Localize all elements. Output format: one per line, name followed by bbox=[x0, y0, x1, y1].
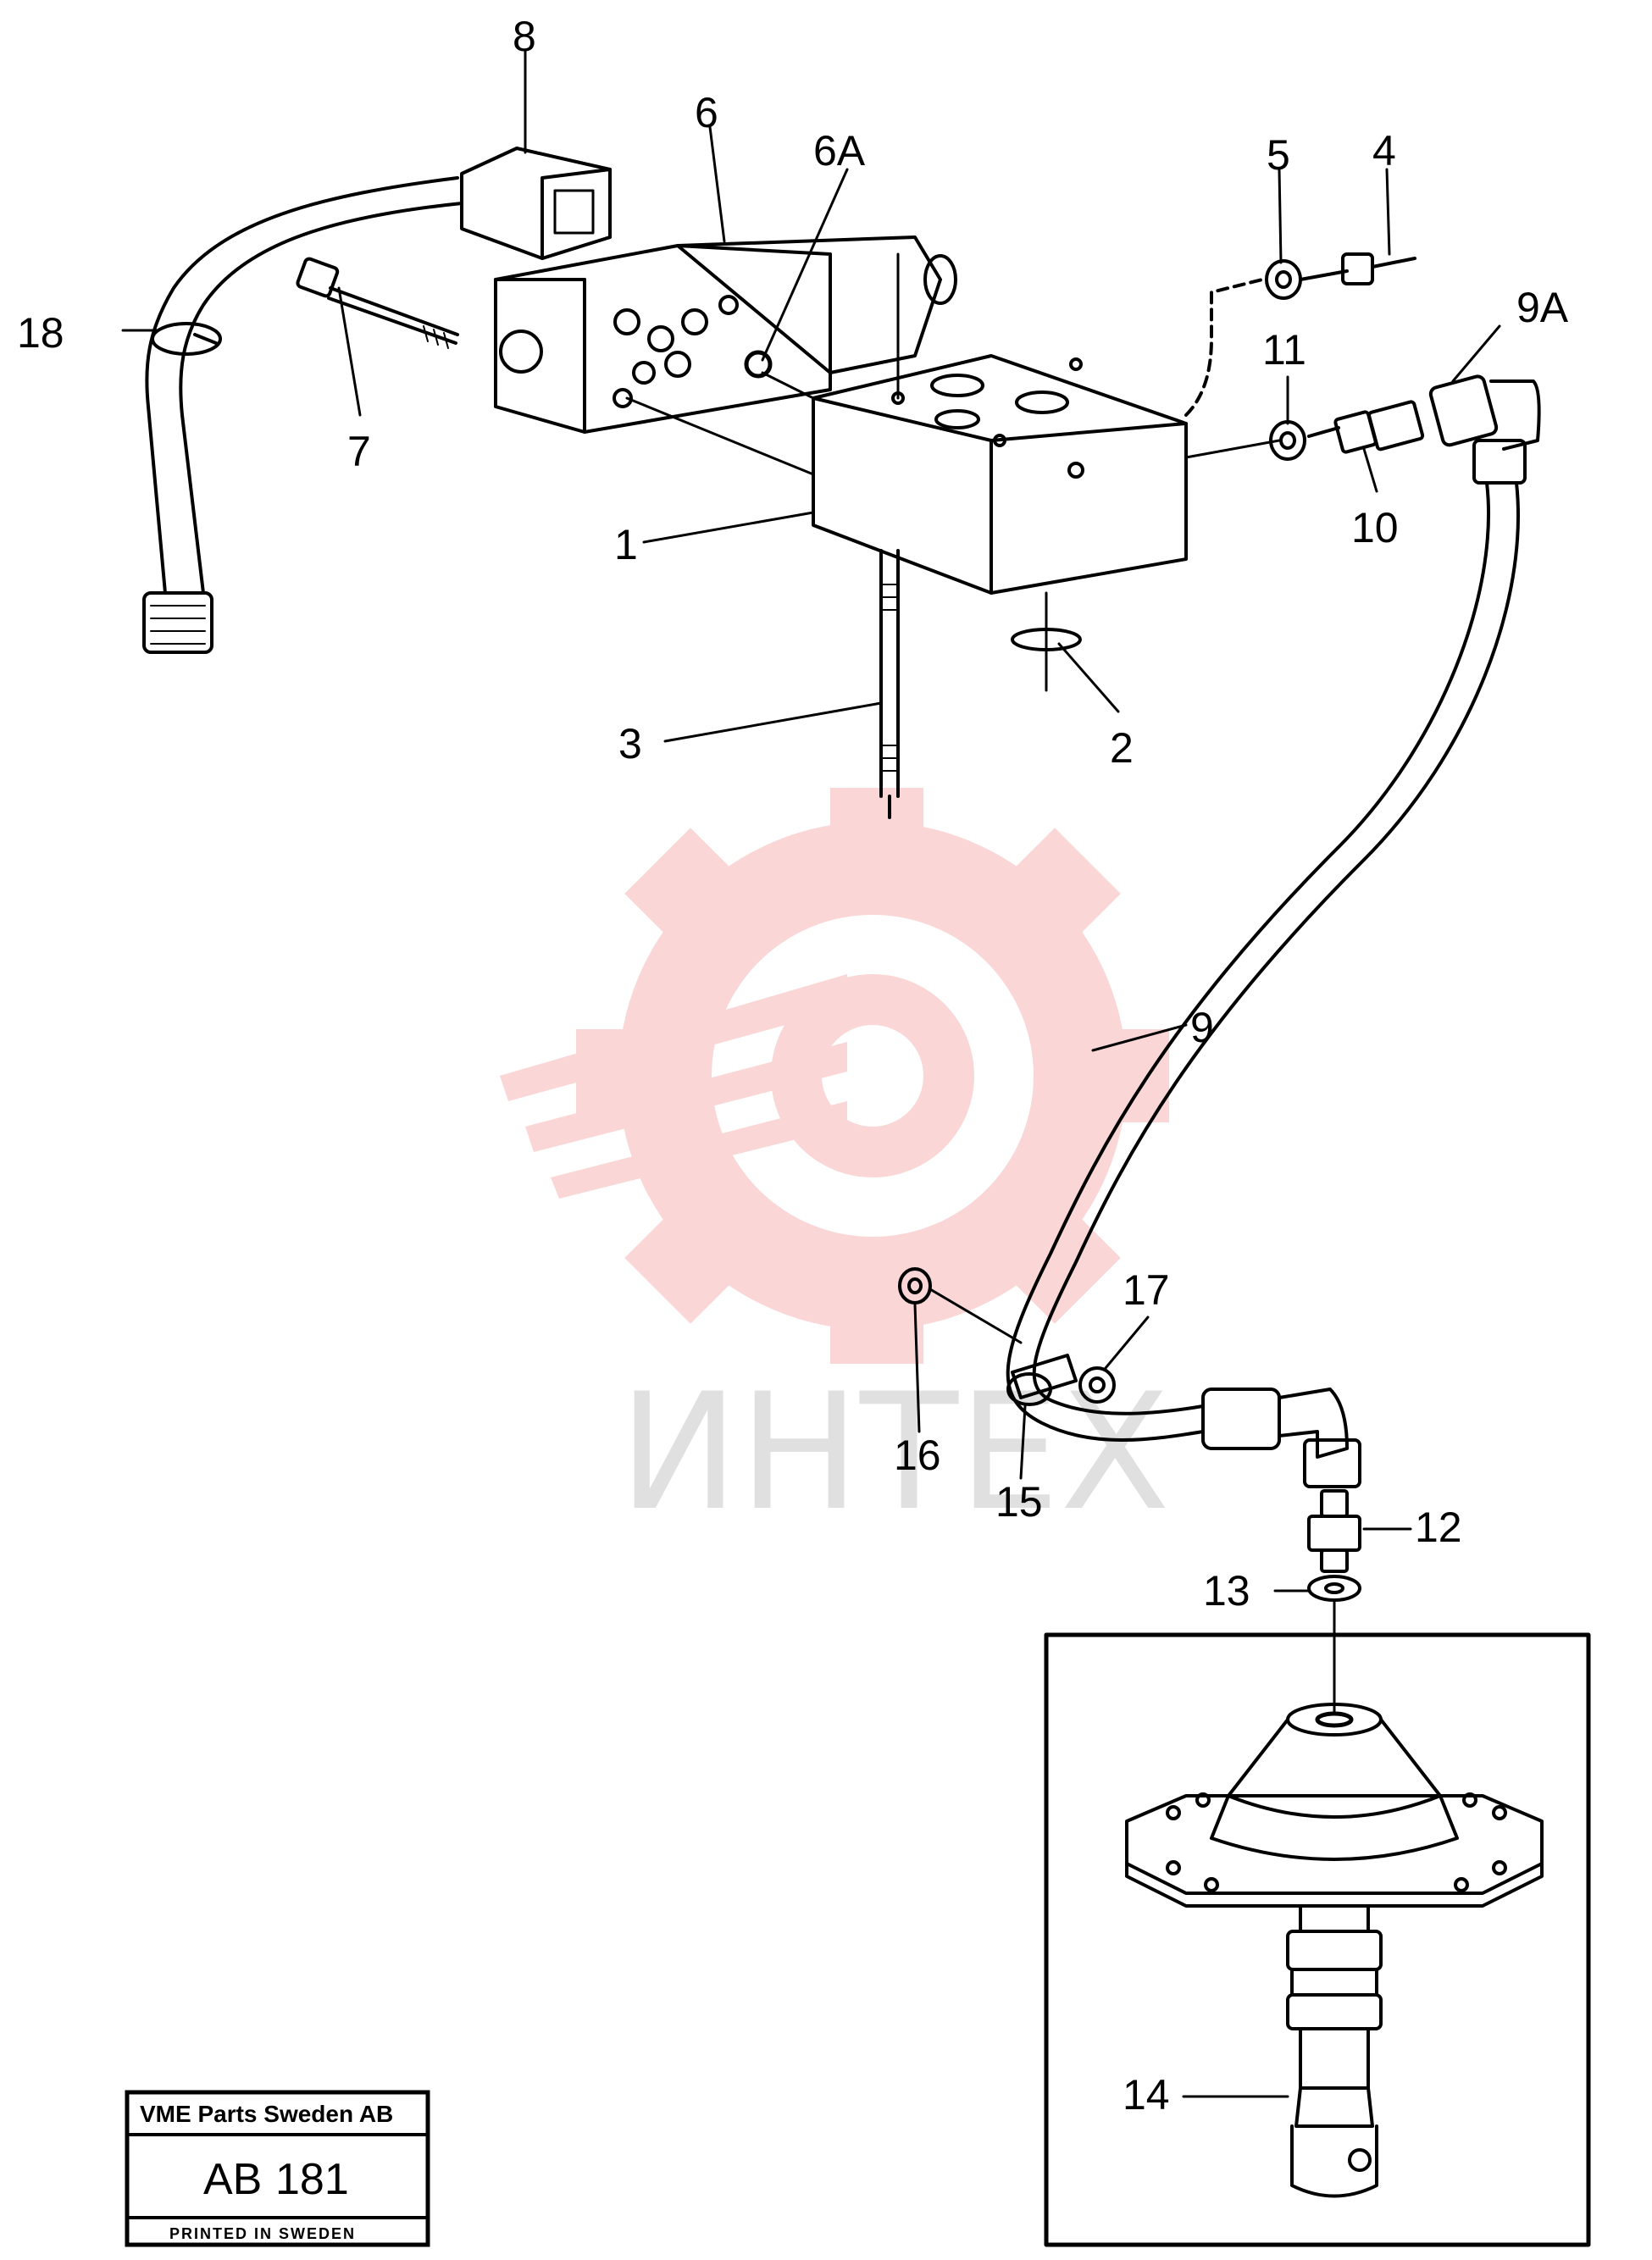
callout-5: 5 bbox=[1267, 131, 1290, 179]
callout-6: 6 bbox=[695, 89, 718, 136]
elbow-9a bbox=[1428, 374, 1541, 485]
washer-16 bbox=[898, 1267, 1023, 1344]
callout-13: 13 bbox=[1203, 1567, 1250, 1615]
bolt-7 bbox=[296, 257, 459, 349]
clamp-18 bbox=[151, 322, 222, 356]
stamp-company: VME Parts Sweden AB bbox=[140, 2101, 393, 2127]
callout-16: 16 bbox=[894, 1432, 941, 1479]
nut-17 bbox=[1078, 1366, 1116, 1404]
screw-4 bbox=[1299, 252, 1416, 285]
callout-14: 14 bbox=[1123, 2071, 1170, 2119]
callout-3: 3 bbox=[618, 720, 642, 767]
washer-2 bbox=[1011, 591, 1082, 692]
hose-9 bbox=[1006, 481, 1521, 1488]
washer-5 bbox=[1265, 259, 1302, 300]
connector-8 bbox=[460, 147, 612, 260]
callout-8: 8 bbox=[513, 13, 536, 60]
callout-9: 9 bbox=[1190, 1004, 1214, 1051]
callout-12: 12 bbox=[1415, 1504, 1462, 1551]
callout-7: 7 bbox=[347, 428, 371, 475]
watermark-gear-logo bbox=[500, 788, 1169, 1364]
nipple-12 bbox=[1307, 1489, 1361, 1573]
stamp-printed: PRINTED IN SWEDEN bbox=[169, 2225, 356, 2242]
nipple-10 bbox=[1307, 400, 1425, 454]
callouts: 8 6 6A 18 7 1 2 3 5 4 11 10 9A 9 17 16 1… bbox=[17, 13, 1569, 2119]
solenoid-valve-6 bbox=[494, 235, 957, 434]
callout-9a: 9A bbox=[1516, 284, 1569, 331]
document-stamp: VME Parts Sweden AB AB 181 PRINTED IN SW… bbox=[125, 2090, 430, 2247]
callout-4: 4 bbox=[1372, 127, 1396, 174]
stud-3 bbox=[879, 549, 900, 819]
detail-inset-frame bbox=[1044, 1632, 1591, 2247]
callout-1: 1 bbox=[614, 521, 638, 568]
valve-block-1 bbox=[812, 354, 1188, 595]
callout-18: 18 bbox=[17, 309, 64, 357]
callout-10: 10 bbox=[1351, 504, 1399, 551]
stamp-code-prefix: AB bbox=[203, 2155, 262, 2204]
callout-15: 15 bbox=[995, 1478, 1043, 1526]
callout-2: 2 bbox=[1110, 724, 1134, 772]
leader-lines bbox=[121, 49, 1501, 2098]
clamp-15 bbox=[1006, 1354, 1078, 1406]
stamp-code-number: 181 bbox=[275, 2155, 349, 2204]
cable-harness bbox=[142, 176, 463, 654]
sensor-14 bbox=[1125, 1599, 1544, 2198]
watermark-text: ИНТЕХ bbox=[618, 1359, 1170, 1546]
callout-11: 11 bbox=[1262, 326, 1306, 374]
callout-17: 17 bbox=[1123, 1266, 1170, 1314]
callout-6a: 6A bbox=[813, 127, 866, 174]
